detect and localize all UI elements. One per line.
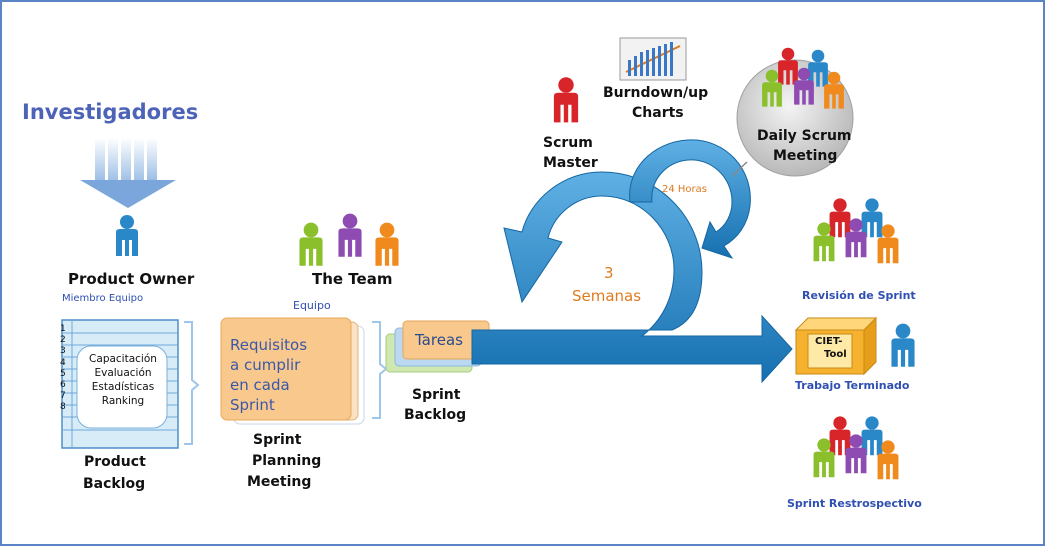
chart-icon [619, 37, 687, 81]
researchers-label: Investigadores [22, 100, 199, 124]
person-blue-icon [891, 323, 915, 367]
backlog-number: 2 [60, 335, 66, 346]
product-backlog-label-line2: Backlog [83, 476, 146, 492]
sprint-planning-label-line3: Meeting [247, 474, 312, 490]
team-subtitle: Equipo [293, 299, 331, 312]
requirements-text: Requisitos a cumplir en cada Sprint [230, 335, 342, 415]
burndown-label-line1: Burndown/up [603, 85, 709, 101]
product-owner-icon [116, 215, 138, 256]
backlog-item: Capacitación [89, 353, 157, 365]
review-team-icon [813, 198, 899, 264]
daily-scrum-label-line2: Meeting [773, 148, 838, 164]
backlog-number: 8 [60, 402, 66, 413]
sprint-backlog-label-line1: Sprint [412, 387, 461, 403]
daily-scrum-circle [736, 47, 854, 177]
requirements-line: a cumplir [230, 356, 301, 374]
burndown-label-line2: Charts [632, 105, 684, 121]
requirements-line: en cada [230, 376, 290, 394]
hours-label: 24 Horas [662, 184, 707, 195]
tasks-cards [385, 320, 490, 373]
sprint-retro-label: Sprint Restrospectivo [787, 497, 922, 510]
backlog-items: Capacitación Evaluación Estadísticas Ran… [83, 352, 163, 408]
product-backlog-label-line1: Product [84, 454, 146, 470]
tool-label-line1: CIET- [815, 336, 843, 347]
weeks-number: 3 [604, 264, 614, 282]
backlog-item: Estadísticas [91, 381, 155, 393]
cycle-arrow-icon [471, 139, 793, 384]
tool-label-line2: Tool [824, 349, 847, 360]
sprint-review-label: Revisión de Sprint [802, 289, 916, 302]
requirements-note [220, 317, 365, 425]
daily-scrum-label-line1: Daily Scrum [757, 128, 852, 144]
backlog-number: 4 [60, 357, 66, 368]
sprint-planning-label-line2: Planning [252, 453, 322, 469]
backlog-number: 5 [60, 368, 66, 379]
backlog-item: Ranking [101, 395, 145, 407]
product-owner-label: Product Owner [68, 270, 195, 288]
done-work-label: Trabajo Terminado [795, 379, 910, 392]
product-backlog-list [61, 319, 179, 449]
requirements-line: Requisitos [230, 336, 308, 354]
retro-team-icon [813, 416, 899, 480]
backlog-numbers: 1 2 3 4 5 6 7 8 [60, 324, 66, 414]
backlog-number: 7 [60, 391, 66, 402]
box-icon [794, 316, 878, 376]
scrum-master-label-line2: Master [543, 155, 598, 171]
requirements-line: Sprint [230, 396, 275, 414]
down-arrows-icon [80, 138, 176, 208]
backlog-number: 1 [60, 324, 66, 334]
tasks-label: Tareas [415, 331, 463, 349]
team-group-icon [299, 213, 399, 266]
backlog-number: 6 [60, 380, 66, 391]
scrum-master-label-line1: Scrum [543, 135, 593, 151]
sprint-backlog-label-line2: Backlog [404, 407, 467, 423]
backlog-number: 3 [60, 346, 66, 357]
team-label: The Team [312, 270, 393, 288]
scrum-master-icon [553, 77, 579, 123]
sprint-planning-label-line1: Sprint [253, 432, 302, 448]
backlog-item: Evaluación [94, 367, 152, 379]
weeks-label: Semanas [572, 287, 642, 305]
product-owner-subtitle: Miembro Equipo [62, 293, 144, 304]
